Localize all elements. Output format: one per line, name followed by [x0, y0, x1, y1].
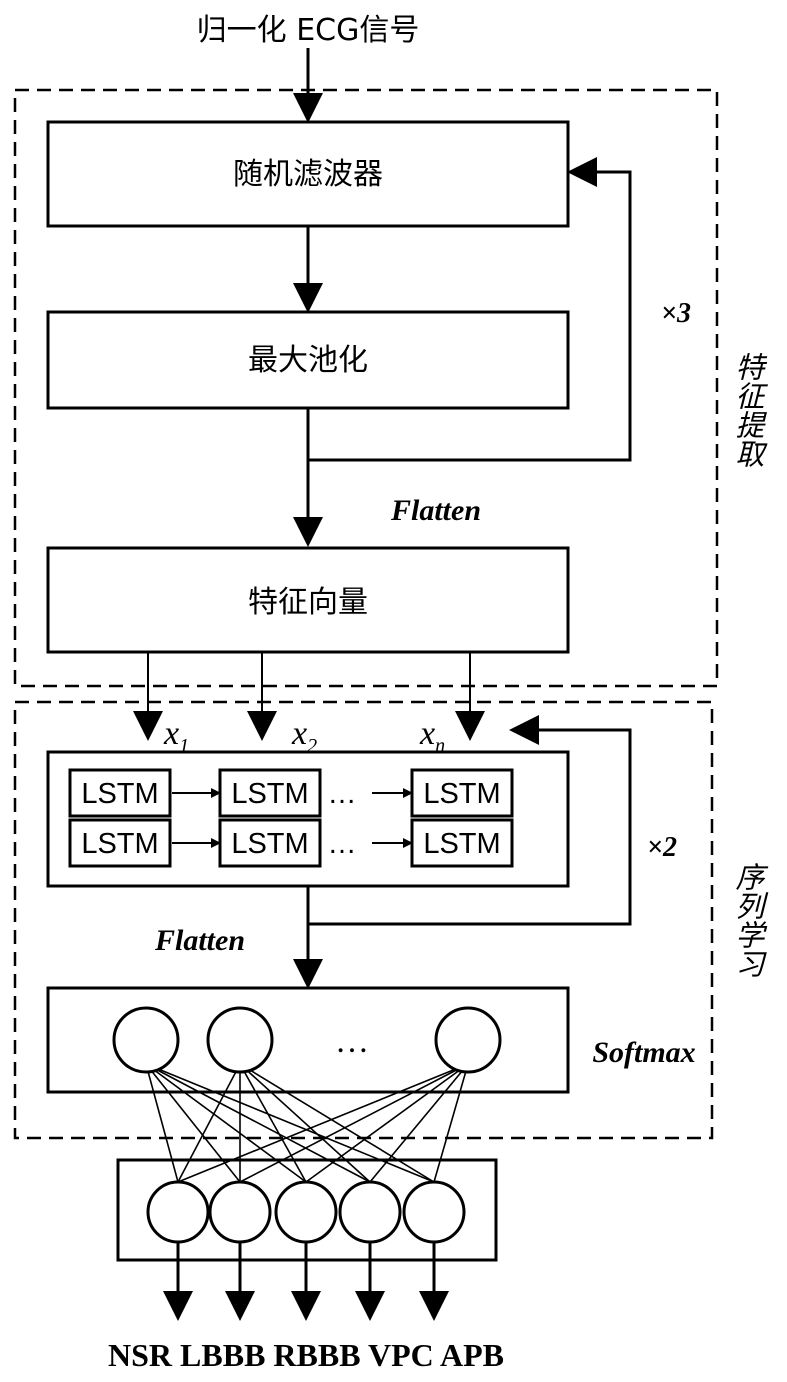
- softmax-ellipsis: …: [335, 1023, 369, 1060]
- lstm-label: LSTM: [231, 778, 308, 810]
- output-label-rbbb: RBBB: [273, 1337, 360, 1373]
- feature-vector-label: 特征向量: [248, 585, 368, 620]
- flatten-top-label: Flatten: [390, 494, 481, 527]
- output-label-nsr: NSR: [108, 1337, 173, 1373]
- output-label-vpc: VPC: [368, 1337, 434, 1373]
- output-labels: NSR LBBB RBBB VPC APB: [108, 1337, 504, 1373]
- lstm-label: LSTM: [81, 828, 158, 860]
- section-sequence-label: 序列学习: [731, 862, 765, 978]
- lstm-label: LSTM: [81, 778, 158, 810]
- softmax-neuron-1: [114, 1008, 178, 1072]
- lstm-ellipsis: …: [328, 828, 357, 860]
- lstm-label: LSTM: [423, 828, 500, 860]
- max-pool-label: 最大池化: [248, 343, 368, 378]
- repeat-x2-label: ×2: [647, 832, 677, 863]
- output-neuron-lbbb: [210, 1182, 270, 1242]
- output-label-apb: APB: [440, 1337, 504, 1373]
- softmax-label: Softmax: [592, 1036, 695, 1069]
- softmax-neuron-n: [436, 1008, 500, 1072]
- lstm-label: LSTM: [231, 828, 308, 860]
- softmax-neuron-2: [208, 1008, 272, 1072]
- output-neuron-vpc: [340, 1182, 400, 1242]
- flatten-bottom-label: Flatten: [154, 924, 245, 957]
- lstm-ellipsis: …: [328, 778, 357, 810]
- input-label: 归一化 ECG信号: [197, 13, 420, 48]
- output-neuron-apb: [404, 1182, 464, 1242]
- random-filter-label: 随机滤波器: [233, 157, 383, 192]
- output-neuron-nsr: [148, 1182, 208, 1242]
- output-label-lbbb: LBBB: [180, 1337, 265, 1373]
- lstm-label: LSTM: [423, 778, 500, 810]
- output-neuron-rbbb: [276, 1182, 336, 1242]
- repeat-x3-label: ×3: [661, 298, 691, 329]
- section-feature-label: 特征提取: [731, 352, 765, 468]
